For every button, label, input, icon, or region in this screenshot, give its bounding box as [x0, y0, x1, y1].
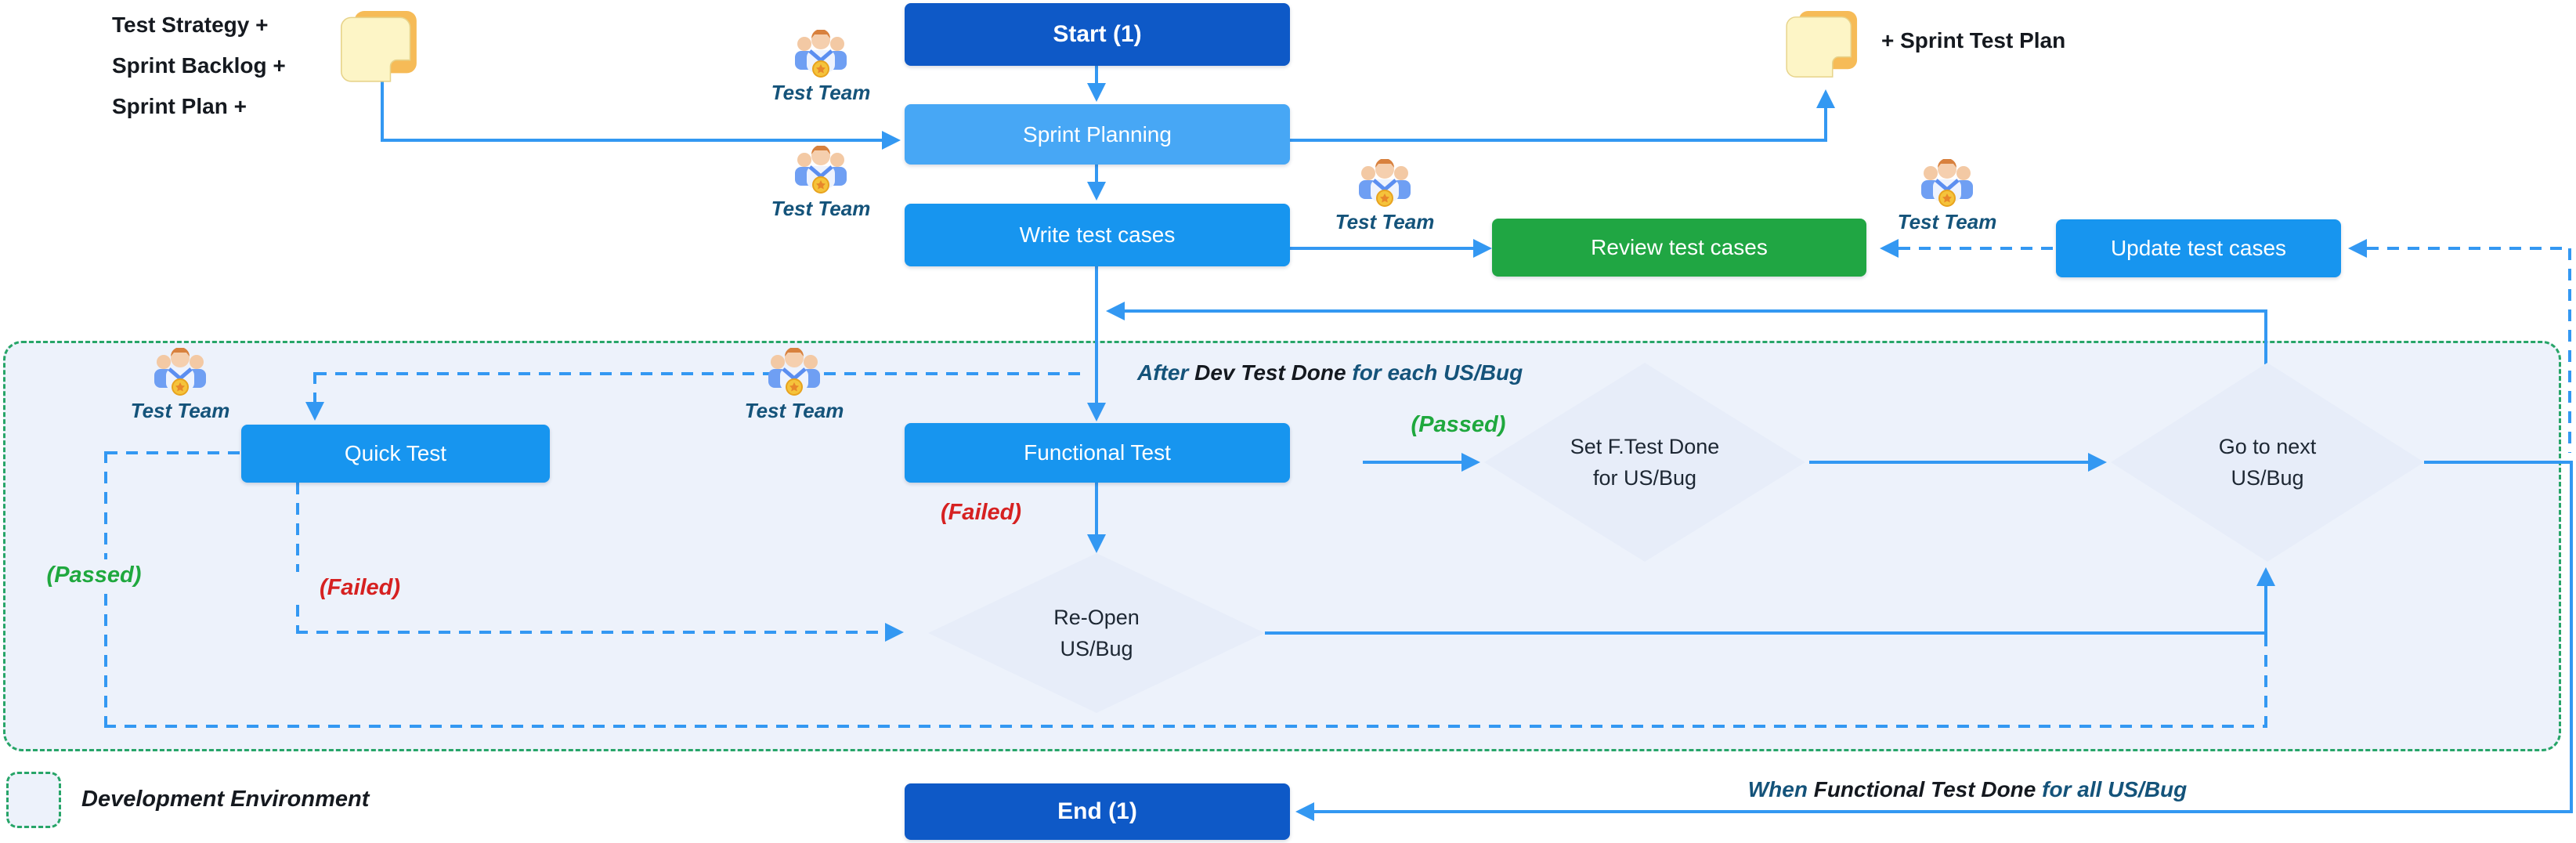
connector-folder-left-stem [381, 77, 384, 141]
node-review-test-cases: Review test cases [1492, 219, 1866, 277]
development-environment-container [3, 341, 2561, 751]
test-team-group-update: Test Team [1892, 159, 2002, 234]
dashed-loop-up-to-gonext [2264, 635, 2267, 725]
arrowhead-into-review-left [1473, 239, 1492, 258]
failed-label-quick: (Failed) [291, 572, 428, 604]
connector-write-to-functional [1095, 266, 1098, 404]
connector-gonext-to-right-edge [2424, 461, 2573, 464]
arrowhead-into-folder-right [1816, 89, 1835, 108]
arrowhead-into-end-right [1295, 802, 1314, 821]
connector-gonext-return-vertical [2264, 311, 2267, 364]
node-write-test-cases: Write test cases [905, 204, 1290, 266]
arrowhead-into-reopen-top [1087, 534, 1106, 553]
dashed-bottom-loop [104, 725, 2267, 728]
after-dev-suffix: for each US/Bug [1346, 360, 1523, 385]
dashed-drop-into-quick-test [313, 372, 316, 403]
connector-reopen-to-gonext-horizontal [1265, 631, 2267, 635]
connector-sprint-to-write [1095, 165, 1098, 185]
node-start: Start (1) [905, 3, 1290, 66]
connector-into-end [1314, 810, 2571, 813]
arrowhead-into-write-top [1087, 182, 1106, 201]
development-environment-legend-swatch [6, 772, 61, 828]
after-dev-note: After Dev Test Done for each US/Bug [1137, 360, 1523, 385]
arrowhead-into-gonext-bottom [2256, 567, 2275, 586]
diamond-line-2: for US/Bug [1592, 466, 1697, 490]
diamond-line-2: US/Bug [2231, 466, 2304, 490]
left-documents-note: Test Strategy + Sprint Backlog + Sprint … [112, 5, 286, 127]
node-update-test-cases: Update test cases [2056, 219, 2341, 277]
connector-folder-to-sprint [381, 139, 882, 142]
node-quick-test: Quick Test [241, 425, 550, 483]
when-done-note: When Functional Test Done for all US/Bug [1693, 777, 2242, 802]
connector-start-to-sprint [1095, 66, 1098, 86]
arrowhead-into-sprint-top [1087, 83, 1106, 102]
dashed-update-to-review [1899, 247, 2056, 250]
test-team-label: Test Team [771, 81, 871, 104]
diamond-line-1: Go to next [2218, 435, 2317, 458]
connector-functional-to-reopen [1095, 483, 1098, 536]
test-team-label: Test Team [1897, 210, 1997, 233]
development-environment-label: Development Environment [81, 787, 370, 812]
dashed-feed-into-update [2367, 247, 2570, 250]
dashed-quick-failed-vertical [296, 483, 299, 632]
test-team-icon [768, 348, 820, 396]
connector-setftest-to-gonext [1809, 461, 2088, 464]
when-done-bold: Functional Test Done [1813, 777, 2036, 801]
when-done-suffix: for all US/Bug [2036, 777, 2188, 801]
test-team-icon [795, 30, 847, 78]
arrowhead-into-update-right [2348, 239, 2367, 258]
arrowhead-into-functional-top [1087, 403, 1106, 422]
connector-right-edge-down [2570, 461, 2573, 813]
after-dev-prefix: After [1137, 360, 1195, 385]
test-team-label: Test Team [771, 197, 871, 220]
arrowhead-into-quick-test-top [305, 402, 324, 421]
test-team-icon [154, 348, 206, 396]
passed-label-functional: (Passed) [1411, 412, 1506, 437]
failed-label-functional: (Failed) [940, 500, 1022, 525]
after-dev-bold: Dev Test Done [1194, 360, 1346, 385]
test-team-label: Test Team [130, 399, 230, 422]
dashed-quick-passed-horizontal [106, 451, 241, 454]
test-team-label: Test Team [744, 399, 844, 422]
connector-reopen-to-gonext-vertical [2264, 586, 2267, 633]
connector-sprint-to-folder-right [1290, 139, 1827, 142]
test-team-group-quick-test: Test Team [125, 348, 235, 423]
node-functional-test: Functional Test [905, 423, 1290, 483]
dashed-right-edge-vertical [2568, 248, 2571, 453]
doc-line-test-strategy: Test Strategy + [112, 13, 269, 37]
test-team-group-review: Test Team [1330, 159, 1440, 234]
test-team-group-functional: Test Team [739, 348, 849, 423]
arrowhead-into-reopen-left [885, 623, 904, 642]
doc-line-sprint-plan: Sprint Plan + [112, 94, 247, 118]
connector-gonext-return-horizontal [1125, 309, 2267, 313]
arrowhead-into-sprint-left [882, 131, 901, 150]
arrowhead-into-review-right [1880, 239, 1899, 258]
test-team-icon [795, 146, 847, 194]
test-team-icon [1921, 159, 1973, 207]
connector-folder-right-stem [1824, 108, 1827, 142]
test-team-group-sprint-planning: Test Team [766, 30, 876, 105]
folder-icon-left [340, 11, 417, 82]
dashed-after-dev-line [315, 372, 1087, 375]
arrowhead-into-setftest-left [1461, 453, 1480, 472]
folder-icon-right [1786, 11, 1858, 78]
connector-write-to-review [1290, 247, 1473, 250]
node-sprint-planning: Sprint Planning [905, 104, 1290, 165]
test-team-label: Test Team [1335, 210, 1435, 233]
connector-passed-to-setftest [1363, 461, 1461, 464]
arrowhead-return-into-column [1106, 302, 1125, 320]
arrowhead-into-gonext-left [2088, 453, 2107, 472]
test-team-group-write: Test Team [766, 146, 876, 221]
diamond-line-1: Set F.Test Done [1570, 435, 1720, 458]
dashed-failed-to-reopen [296, 631, 885, 634]
diamond-line-1: Re-Open [1053, 606, 1140, 629]
passed-label-quick: (Passed) [27, 559, 161, 592]
test-team-icon [1359, 159, 1411, 207]
when-done-prefix: When [1747, 777, 1814, 801]
doc-line-sprint-backlog: Sprint Backlog + [112, 53, 286, 78]
node-end: End (1) [905, 783, 1290, 840]
diamond-line-2: US/Bug [1060, 637, 1133, 660]
sprint-test-plan-label: + Sprint Test Plan [1881, 28, 2066, 52]
